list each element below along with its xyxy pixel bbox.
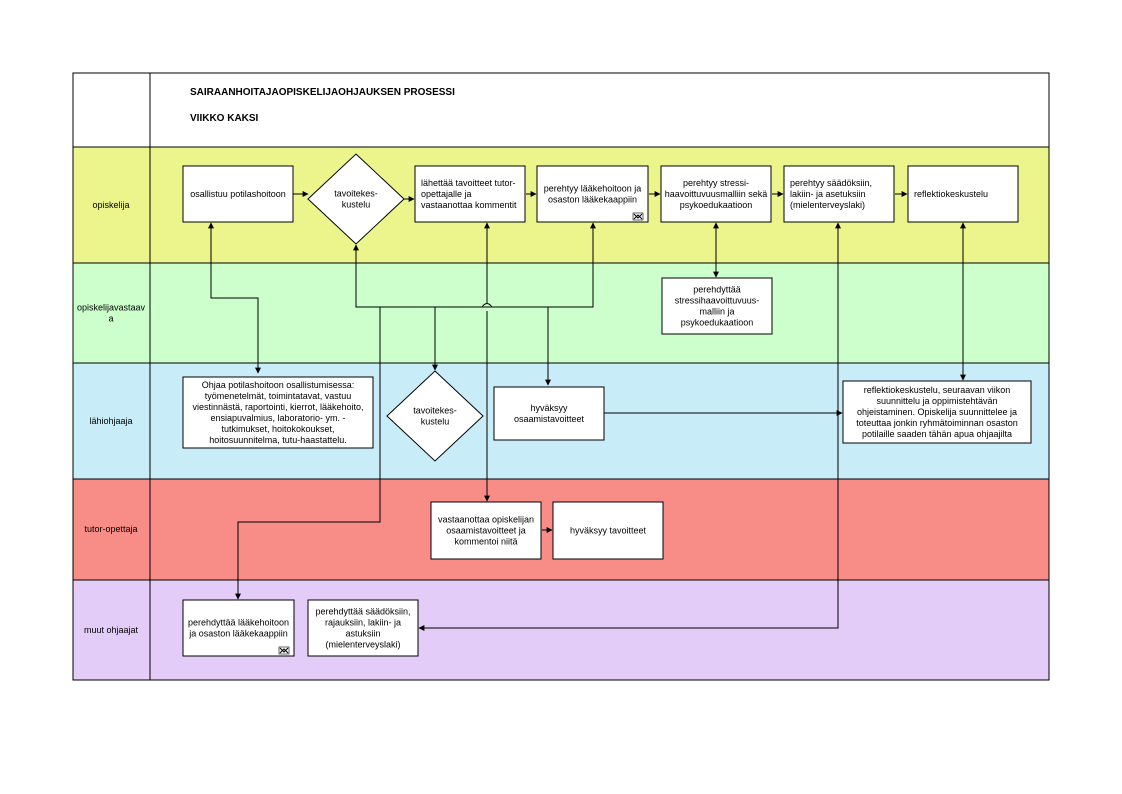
process-box bbox=[907, 165, 1019, 223]
node-label: psykoedukaatioon bbox=[680, 200, 753, 210]
node-n11: vastaanottaa opiskelijanosaamistavoittee… bbox=[430, 501, 542, 560]
process-box bbox=[182, 599, 295, 657]
process-box bbox=[414, 165, 526, 223]
node-label: tutkimukset, hoitokokoukset, bbox=[221, 424, 334, 434]
connector-crossing-hop bbox=[481, 303, 493, 308]
process-box bbox=[493, 386, 605, 441]
node-label: perehtyy lääkehoitoon ja bbox=[544, 184, 642, 194]
node-n8: Ohjaa potilashoitoon osallistumisessa:ty… bbox=[182, 376, 374, 449]
node-label: vastaanottaa opiskelijan bbox=[438, 515, 534, 525]
node-label: stressihaavoittuvuus- bbox=[675, 296, 760, 306]
node-label: ohjeistaminen. Opiskelija suunnittelee j… bbox=[857, 407, 1017, 417]
node-label: reflektiokeskustelu, seuraavan viikon bbox=[864, 385, 1011, 395]
process-box bbox=[552, 501, 664, 560]
process-box bbox=[783, 165, 895, 223]
node-d2: tavoitekes-kustelu bbox=[386, 370, 484, 462]
node-d1: tavoitekes-kustelu bbox=[307, 153, 405, 245]
node-label: kustelu bbox=[342, 200, 371, 210]
node-n12: hyväksyy tavoitteet bbox=[552, 501, 664, 560]
node-label: perehdyttää säädöksiin, bbox=[315, 607, 410, 617]
lane-label-muut: muut ohjaajat bbox=[84, 625, 139, 635]
node-label: perehdyttää lääkehoitoon bbox=[188, 618, 289, 628]
node-label: viestinnästä, raportointi, kierrot, lääk… bbox=[192, 402, 363, 412]
node-label: reflektiokeskustelu bbox=[914, 189, 988, 199]
node-label: työmenetelmät, toimintatavat, vastuu bbox=[205, 391, 352, 401]
node-label: vastaanottaa kommentit bbox=[421, 200, 517, 210]
node-label: hoitosuunnitelma, tutu-haastattelu. bbox=[209, 435, 347, 445]
node-label: hyväksyy tavoitteet bbox=[570, 526, 647, 536]
lane-label-vastaava: opiskelijavastaav bbox=[77, 303, 146, 313]
process-box bbox=[430, 501, 542, 560]
node-n6: reflektiokeskustelu bbox=[907, 165, 1019, 223]
node-label: perehtyy säädöksiin, bbox=[790, 178, 872, 188]
process-box bbox=[536, 165, 649, 223]
diagram-subtitle: VIIKKO KAKSI bbox=[190, 113, 259, 124]
node-n14: perehdyttää säädöksiin,rajauksiin, lakii… bbox=[307, 599, 419, 657]
decision-diamond bbox=[307, 153, 405, 245]
node-label: osaamistavoitteet ja bbox=[446, 526, 526, 536]
node-n1: osallistuu potilashoitoon bbox=[182, 165, 294, 223]
node-label: osaamistavoitteet bbox=[514, 414, 585, 424]
node-label: hyväksyy bbox=[530, 403, 568, 413]
lane-bg-vastaava bbox=[73, 263, 1049, 363]
process-box bbox=[842, 380, 1032, 444]
node-n5: perehtyy säädöksiin,lakiin- ja asetuksii… bbox=[783, 165, 895, 223]
document-link-icon[interactable] bbox=[278, 646, 290, 655]
lane-label-vastaava: a bbox=[108, 314, 113, 324]
node-n10: reflektiokeskustelu, seuraavan viikonsuu… bbox=[842, 380, 1032, 444]
node-label: tavoitekes- bbox=[413, 406, 457, 416]
node-label: tavoitekes- bbox=[334, 189, 378, 199]
connector-17 bbox=[418, 222, 841, 631]
lane-label-lahiohjaaja: lähiohjaaja bbox=[89, 416, 132, 426]
node-label: Ohjaa potilashoitoon osallistumisessa: bbox=[202, 380, 355, 390]
node-n2: lähettää tavoitteet tutor-opettajalle ja… bbox=[414, 165, 526, 223]
process-box bbox=[182, 376, 374, 449]
node-label: malliin ja bbox=[699, 307, 734, 317]
node-label: psykoedukaatioon bbox=[681, 318, 754, 328]
connectors bbox=[208, 191, 966, 631]
document-link-icon[interactable] bbox=[632, 212, 644, 221]
node-label: (mielenterveyslaki) bbox=[790, 200, 865, 210]
node-label: astuksiin bbox=[345, 629, 380, 639]
node-label: toteuttaa jonkin ryhmätoiminnan osaston bbox=[856, 418, 1018, 428]
process-box bbox=[182, 165, 294, 223]
connector-14 bbox=[235, 307, 381, 600]
node-n7: perehdyttäästressihaavoittuvuus-malliin … bbox=[661, 277, 773, 335]
process-box bbox=[307, 599, 419, 657]
node-label: perehtyy stressi- bbox=[683, 178, 749, 188]
process-box bbox=[661, 277, 773, 335]
lane-label-tutor: tutor-opettaja bbox=[84, 524, 137, 534]
node-label: rajauksiin, lakiin- ja bbox=[325, 618, 401, 628]
decision-diamond bbox=[386, 370, 484, 462]
node-label: ensiapuvalmius, laboratorio- ym. - bbox=[210, 413, 345, 423]
node-label: potilaille saaden tähän apua ohjaajilta bbox=[862, 429, 1012, 439]
nodes: osallistuu potilashoitoon tavoitekes-kust… bbox=[182, 153, 1032, 657]
node-label: ja osaston lääkekaappiin bbox=[188, 629, 288, 639]
node-n4: perehtyy stressi-haavoittuvuusmalliin se… bbox=[660, 165, 772, 223]
node-label: perehdyttää bbox=[693, 285, 741, 295]
node-label: (mielenterveyslaki) bbox=[325, 640, 400, 650]
node-label: lähettää tavoitteet tutor- bbox=[421, 178, 516, 188]
diagram-title: SAIRAANHOITAJAOPISKELIJAOHJAUKSEN PROSES… bbox=[190, 87, 455, 98]
node-label: osallistuu potilashoitoon bbox=[190, 189, 286, 199]
node-label: haavoittuvuusmalliin sekä bbox=[665, 189, 768, 199]
lane-label-opiskelija: opiskelija bbox=[92, 200, 129, 210]
process-box bbox=[660, 165, 772, 223]
node-label: lakiin- ja asetuksiin bbox=[790, 189, 866, 199]
node-label: suunnittelu ja oppimistehtävän bbox=[876, 396, 997, 406]
node-label: kustelu bbox=[421, 417, 450, 427]
connector-1 bbox=[208, 222, 261, 374]
node-label: osaston lääkekaappiin bbox=[548, 195, 637, 205]
node-label: kommentoi niitä bbox=[454, 537, 517, 547]
node-label: opettajalle ja bbox=[421, 189, 472, 199]
